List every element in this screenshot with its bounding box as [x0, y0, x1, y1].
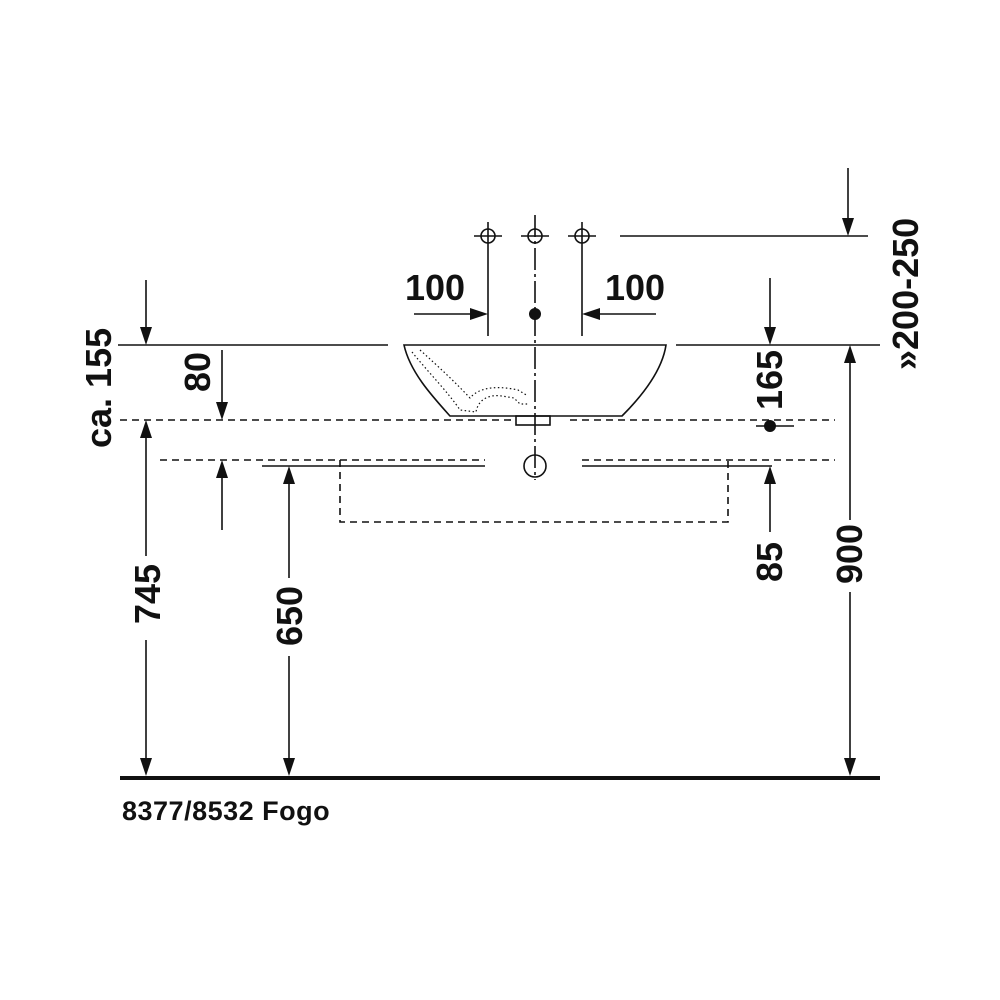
bowl-height-arrowhead-lower	[216, 460, 228, 478]
bowl-height-label: 80	[177, 352, 218, 392]
tap-height-label: »200-250	[885, 218, 926, 370]
bowl-height-arrowhead	[216, 402, 228, 420]
counter-to-floor-label: 745	[127, 564, 168, 624]
floor-line	[120, 776, 880, 780]
siphon-outline	[339, 460, 729, 523]
cabinet-to-floor-arrowhead-bottom	[283, 758, 295, 776]
tap-height-arrowhead	[842, 218, 854, 236]
spacing-left-label: 100	[405, 267, 465, 308]
cabinet-to-floor-arrowhead-top	[283, 466, 295, 484]
tap-point-dot	[529, 308, 541, 320]
drain-height-arrowhead	[764, 466, 776, 484]
tap-offset-arrowhead	[764, 327, 776, 345]
tap-offset-label: 165	[749, 350, 790, 410]
top-height-arrowhead-top	[140, 327, 152, 345]
tap-hole-right	[568, 222, 596, 336]
spacing-right-arrowhead	[582, 308, 600, 320]
top-height-label: ca. 155	[78, 328, 119, 448]
counter-to-floor-arrowhead	[140, 758, 152, 776]
tap-hole-centre	[521, 228, 549, 244]
tap-hole-left	[474, 222, 502, 336]
washbowl-overflow-channel	[411, 351, 528, 413]
waste-valve	[515, 415, 551, 426]
rim-to-floor-arrowhead-top	[844, 345, 856, 363]
drain-height-label: 85	[749, 542, 790, 582]
cabinet-to-floor-label: 650	[269, 586, 310, 646]
top-height-arrowhead-bottom	[140, 420, 152, 438]
washbowl-overflow-channel-inner	[419, 349, 529, 399]
product-caption: 8377/8532 Fogo	[122, 796, 331, 826]
washbowl-outline	[403, 344, 667, 417]
spacing-left-arrowhead	[470, 308, 488, 320]
spacing-right-label: 100	[605, 267, 665, 308]
rim-to-floor-label: 900	[829, 524, 870, 584]
rim-to-floor-arrowhead-bottom	[844, 758, 856, 776]
